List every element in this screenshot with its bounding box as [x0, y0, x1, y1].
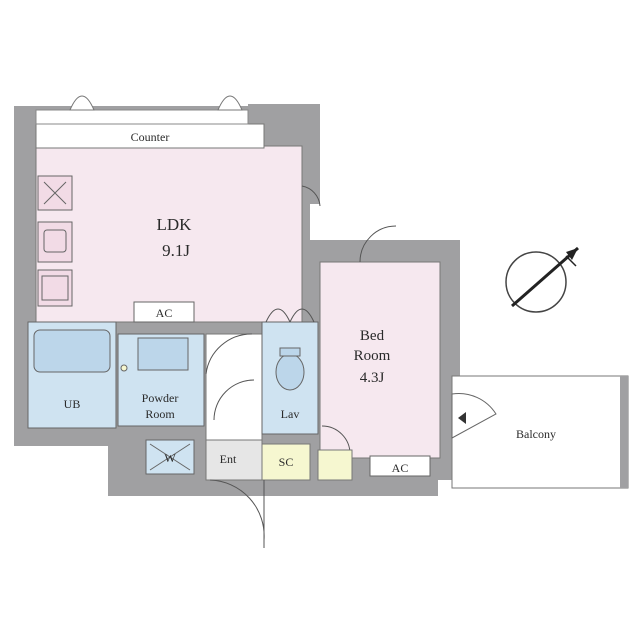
kitchen	[37, 175, 73, 307]
ldk-ac-label: AC	[156, 306, 173, 320]
window-bump-right	[217, 95, 243, 111]
powder-room-label-line2: Room	[145, 407, 175, 421]
entrance	[205, 439, 263, 481]
washbasin-icon	[137, 337, 189, 371]
bedroom-label-line2: Room	[354, 348, 391, 364]
hallway	[205, 333, 263, 441]
ent-label: Ent	[220, 452, 237, 466]
window-bump-left	[69, 95, 95, 111]
bathtub-icon	[33, 329, 111, 373]
counter	[35, 123, 265, 149]
bedroom	[319, 261, 441, 459]
wm-label: W	[164, 451, 176, 465]
sc-label: SC	[279, 455, 294, 469]
bedroom-label-line1: Bed	[360, 328, 385, 344]
ldk-size-label: 9.1J	[162, 241, 190, 260]
powder-room-label-line1: Powder	[142, 391, 179, 405]
sink-icon	[37, 221, 73, 263]
shoe-cabinet	[261, 443, 311, 481]
fridge-icon	[37, 269, 73, 307]
north-arrow-icon	[505, 246, 579, 313]
lav-label: Lav	[281, 407, 300, 421]
bed-air-conditioner-icon	[369, 455, 431, 477]
ldk-air-conditioner-icon	[133, 301, 195, 323]
balcony-label: Balcony	[516, 427, 556, 441]
counter-label: Counter	[131, 130, 170, 144]
ldk-name-label: LDK	[157, 215, 193, 234]
ub-label: UB	[64, 397, 81, 411]
door-swing-icon	[205, 333, 253, 375]
balcony	[451, 375, 629, 489]
toilet-icon	[275, 353, 305, 391]
ldk-room	[35, 145, 303, 323]
bedroom-size-label: 4.3J	[360, 370, 385, 386]
bed-ac-label: AC	[392, 461, 409, 475]
